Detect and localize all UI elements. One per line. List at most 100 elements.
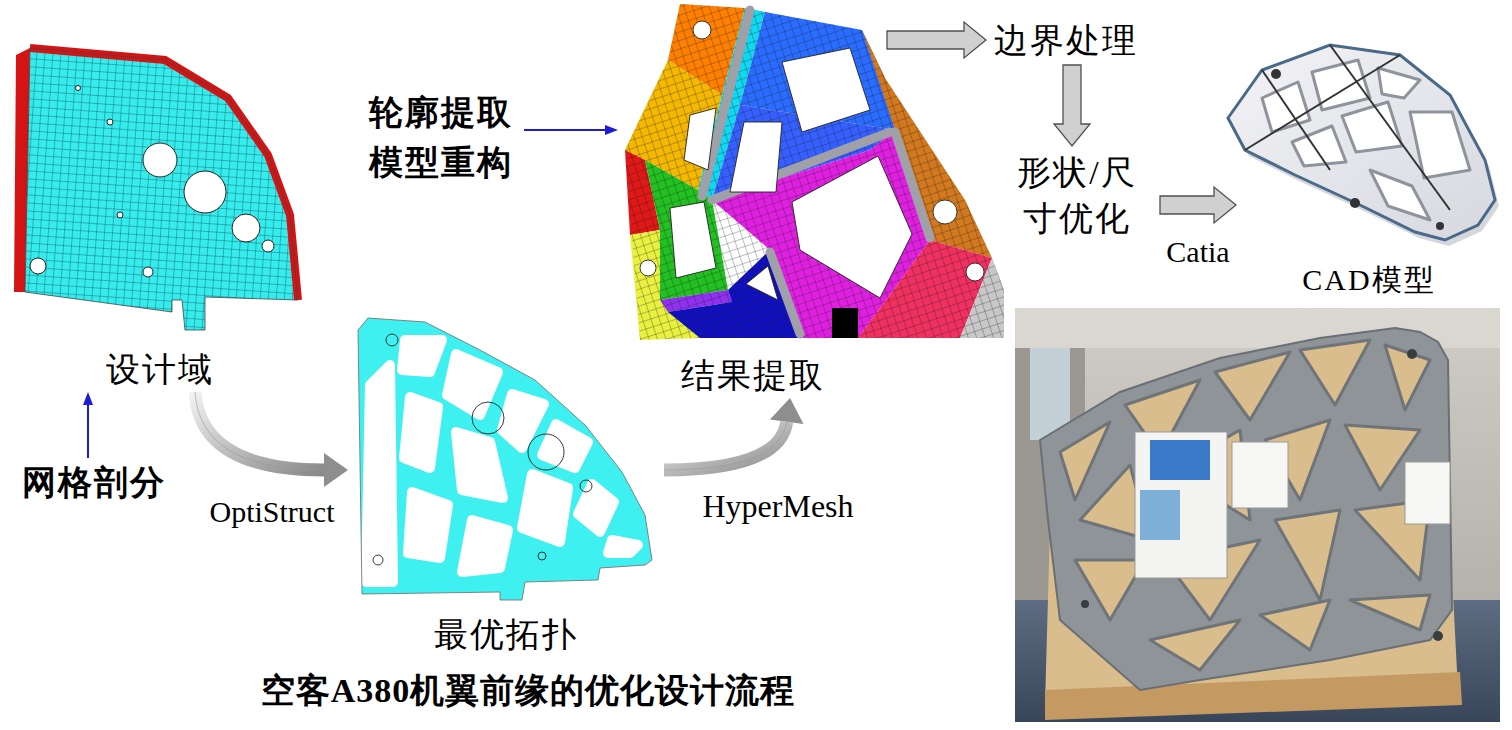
photo-part-part (1150, 620, 1240, 670)
edge-label: Catia (1166, 235, 1229, 269)
text-node: 边界处理 (988, 18, 1144, 63)
topology-figure-part-part (528, 434, 564, 470)
arrow-head (770, 398, 804, 424)
result-mesh-figure-part-part (693, 21, 711, 39)
design-domain-figure-part (25, 48, 298, 330)
photo-part (1433, 631, 1443, 641)
photo (1015, 308, 1500, 722)
edge-label: OptiStruct (210, 495, 335, 529)
design-domain-figure-part (25, 48, 298, 330)
photo-part-part (1060, 422, 1110, 500)
node-label: 结果提取 (681, 355, 825, 396)
node-label: 轮廓提取 模型重构 (366, 88, 516, 188)
result-mesh-figure-part-part (782, 48, 870, 132)
topology-figure-part-part (386, 334, 398, 346)
arrow-line (87, 404, 89, 458)
connector (524, 125, 618, 135)
topology-figure-part-part (402, 340, 442, 372)
figure-node: CAD模型 (1238, 40, 1500, 298)
result-mesh-figure-part (625, 4, 1004, 340)
block-arrow (887, 22, 986, 58)
design-domain-figure-part (25, 48, 298, 330)
design-domain-figure-part (143, 267, 153, 277)
figure-node: 设计域 (15, 40, 305, 390)
topology-figure-part-part (502, 394, 544, 448)
topology-figure-part-part (447, 354, 498, 415)
photo-part-part (1215, 352, 1290, 420)
cad-model-figure-part-part (1370, 170, 1430, 220)
design-domain-figure-part (30, 48, 298, 300)
cad-model-figure-part (1436, 222, 1444, 230)
node-label: 边界处理 (994, 20, 1138, 61)
photo-part-part (1260, 600, 1330, 650)
node-label: 最优拓扑 (434, 614, 578, 655)
arrow-head (324, 453, 348, 487)
topology-figure-part-part (538, 552, 546, 560)
design-domain-figure (14, 48, 298, 330)
topology-figure-part-part (366, 365, 393, 582)
curved-arrow (195, 392, 324, 470)
topology-figure-part-part (472, 402, 504, 434)
caption: 空客A380机翼前缘的优化设计流程 (261, 668, 796, 714)
connector (195, 392, 348, 487)
photo-part (1040, 328, 1452, 690)
cad-model-figure-part-part (1342, 102, 1402, 152)
photo-part-part (1385, 345, 1430, 410)
topology-figure-part-part (522, 474, 568, 542)
block-arrow (1054, 65, 1090, 146)
cad-model-figure-part-part (1245, 55, 1400, 150)
connector (664, 398, 804, 470)
design-domain-figure-part (117, 212, 123, 218)
photo-part (1232, 442, 1288, 508)
design-domain-figure-part (262, 240, 274, 252)
arrow-line (524, 129, 606, 131)
design-domain-figure-part (30, 258, 46, 274)
photo-part (1015, 308, 1500, 722)
design-domain-figure-part (232, 214, 260, 242)
topology-figure-part-part (456, 432, 503, 498)
cad-model-figure-part (1350, 198, 1360, 208)
text-node: 轮廓提取 模型重构 (360, 86, 522, 190)
photo-part (1135, 432, 1227, 578)
topology-figure-part (366, 340, 638, 582)
cad-model-figure-part-part (1262, 70, 1330, 170)
cad-model-figure-part-part (1378, 68, 1420, 98)
text-node: 形状/尺 寸优化 (996, 148, 1158, 244)
photo-part (1140, 490, 1180, 540)
cad-model-figure-part-part (1330, 45, 1450, 210)
curved-arrow-edge (664, 422, 787, 470)
result-mesh-figure-part (640, 21, 984, 300)
cad-model-figure-part (1271, 69, 1281, 79)
topology-figure-part-part (580, 480, 592, 492)
design-domain-figure-part (76, 86, 81, 91)
topology-figure-part-part (408, 492, 448, 558)
node-label: 形状/尺 寸优化 (1002, 150, 1152, 242)
result-mesh-figure-part-part (640, 260, 656, 276)
cad-model-figure-part (1245, 45, 1450, 210)
result-mesh-figure-part (832, 308, 858, 338)
topology-figure-part (373, 334, 592, 565)
photo-part-part (1275, 510, 1340, 600)
photo-part (1060, 340, 1430, 670)
result-mesh-figure-part-part (792, 156, 912, 298)
arrow-head (605, 125, 618, 135)
cad-model-figure-part (1228, 45, 1495, 240)
cad-model-figure-part-part (1292, 126, 1346, 166)
connector (1160, 187, 1236, 223)
photo-part (1405, 462, 1450, 524)
figure-node: 结果提取 (620, 0, 885, 396)
node-label: 网格剖分 (22, 462, 166, 503)
connector (887, 22, 986, 58)
result-mesh-figure-part-part (966, 263, 984, 281)
node-label: 设计域 (106, 349, 214, 390)
curved-arrow-edge (195, 392, 324, 470)
result-mesh-figure-part (702, 10, 930, 334)
edge-label: HyperMesh (702, 488, 853, 525)
figure-node: 最优拓扑 (350, 310, 662, 655)
result-mesh-figure-part-part (684, 108, 716, 170)
connector (1054, 65, 1090, 146)
design-domain-figure-part (143, 143, 177, 177)
photo-part (1045, 672, 1462, 720)
photo-part (1407, 349, 1417, 359)
